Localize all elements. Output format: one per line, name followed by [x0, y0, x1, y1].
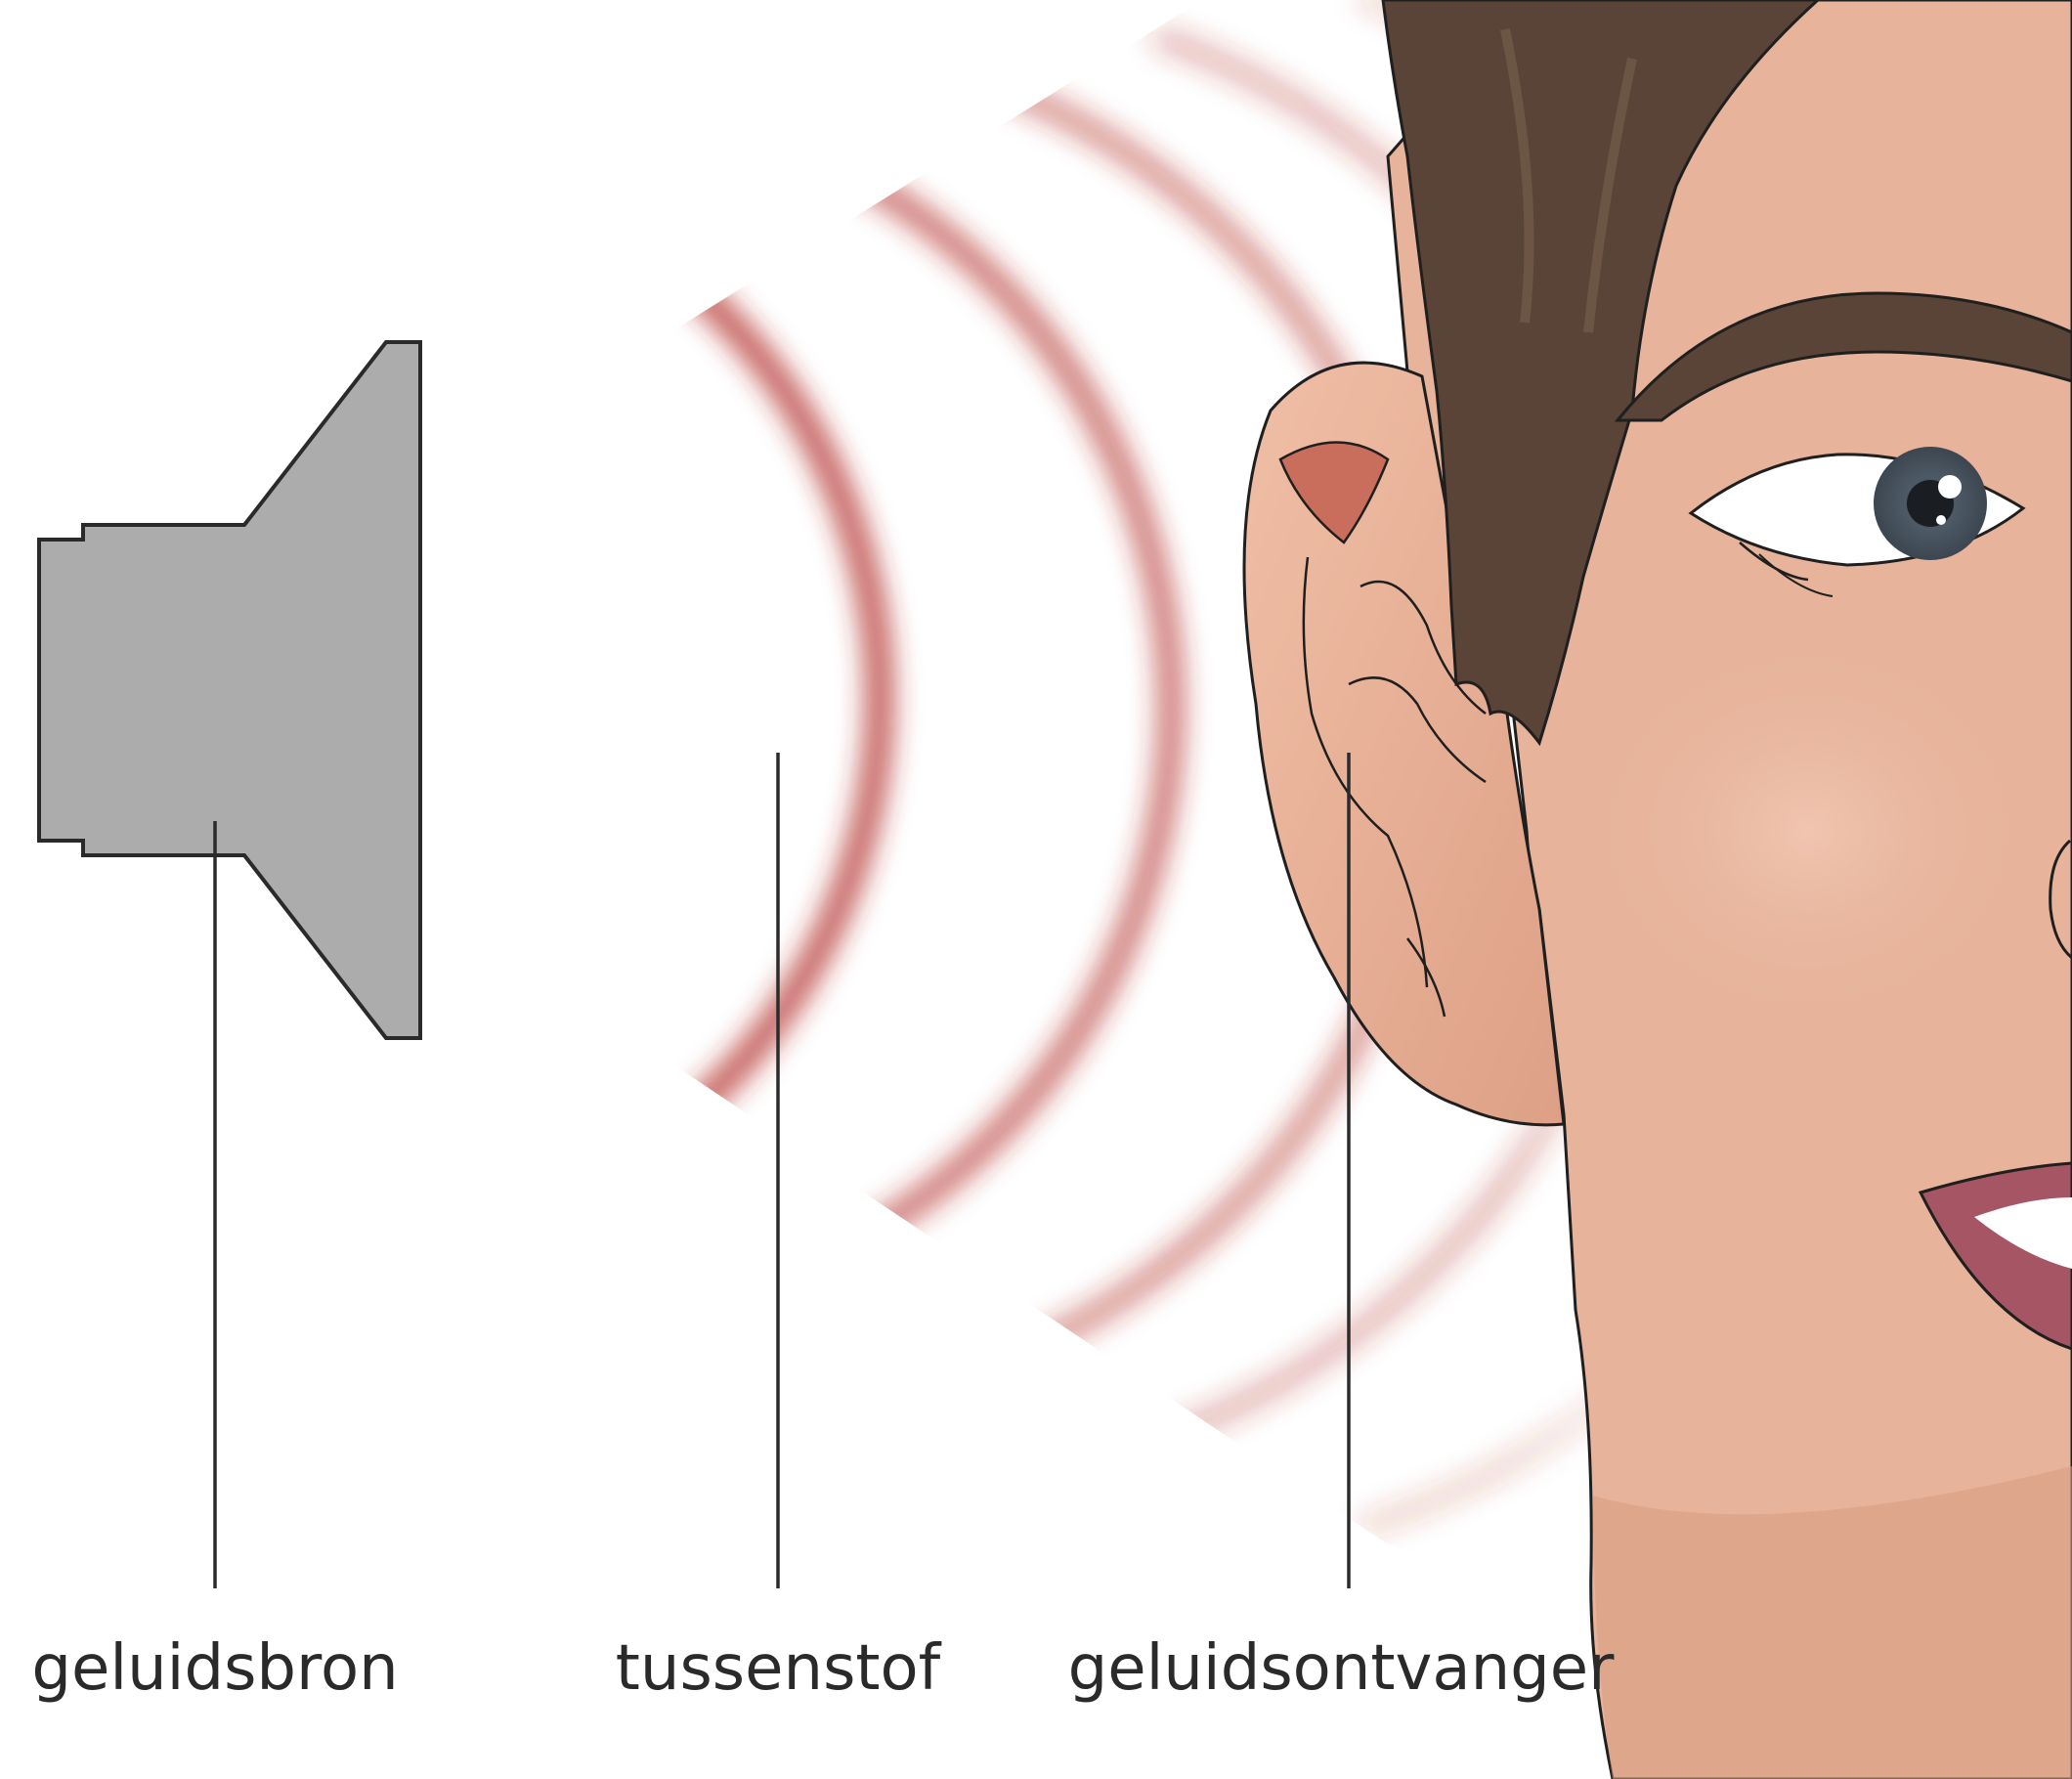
- medium-label: tussenstof: [616, 1632, 942, 1705]
- source-label: geluidsbron: [31, 1632, 398, 1705]
- loudspeaker-icon: [39, 342, 420, 1038]
- receiver-label: geluidsontvanger: [1068, 1632, 1616, 1705]
